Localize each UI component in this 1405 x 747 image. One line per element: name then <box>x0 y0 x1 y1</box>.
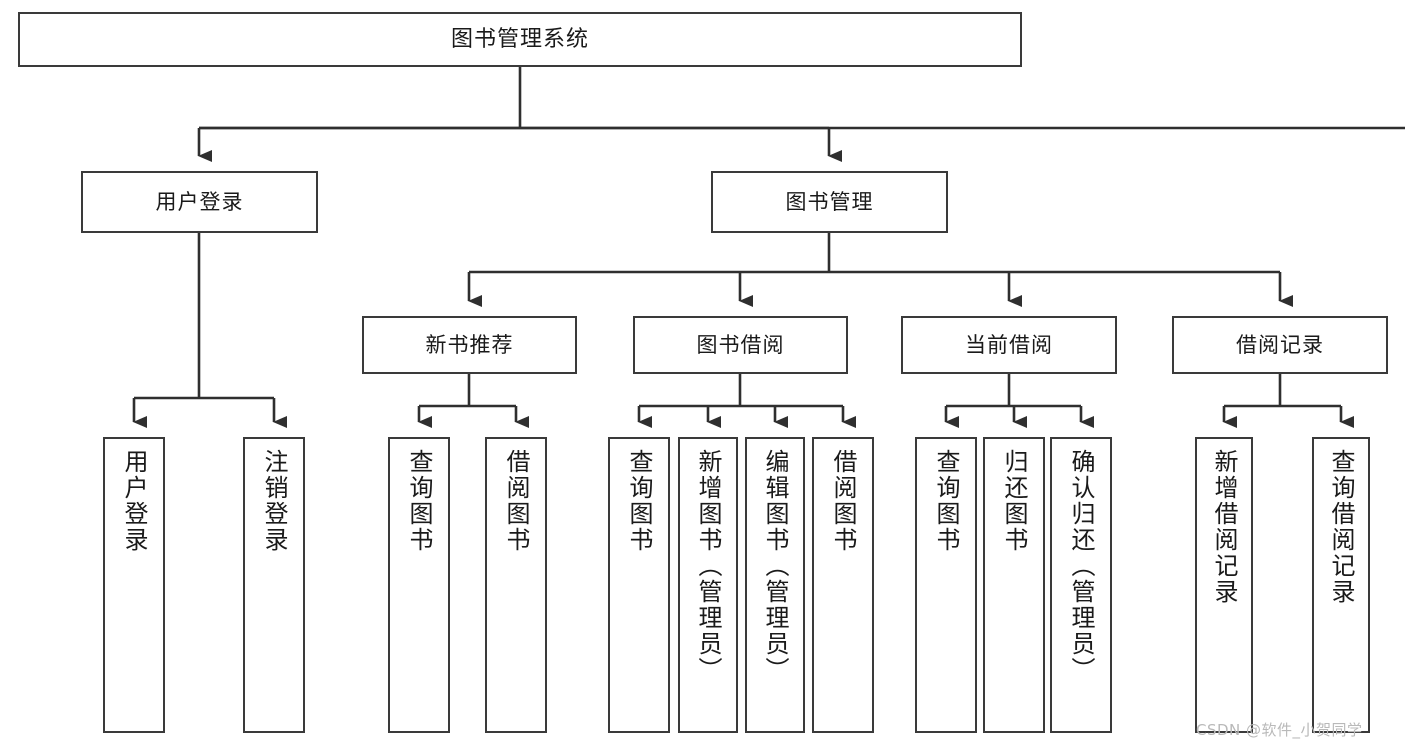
node-leaf-add-book-label: 新增图书（管理员） <box>694 449 722 683</box>
node-leaf-return-book-label: 归还图书 <box>1000 449 1028 553</box>
node-book-manage-label: 图书管理 <box>785 189 874 214</box>
node-leaf-borrow-book-1-label: 借阅图书 <box>502 449 530 553</box>
node-leaf-return-book[interactable]: 归还图书 <box>983 437 1045 733</box>
node-leaf-user-login[interactable]: 用户登录 <box>103 437 165 733</box>
node-leaf-logout[interactable]: 注销登录 <box>243 437 305 733</box>
node-leaf-query-book-1[interactable]: 查询图书 <box>388 437 450 733</box>
node-leaf-confirm-return-label: 确认归还（管理员） <box>1067 449 1095 683</box>
node-book-borrow[interactable]: 图书借阅 <box>633 316 848 374</box>
node-book-manage[interactable]: 图书管理 <box>711 171 948 233</box>
node-root-label: 图书管理系统 <box>450 26 589 52</box>
node-leaf-user-login-label: 用户登录 <box>120 449 148 553</box>
node-leaf-logout-label: 注销登录 <box>260 449 288 553</box>
node-leaf-query-record[interactable]: 查询借阅记录 <box>1312 437 1370 733</box>
node-borrow-record-label: 借阅记录 <box>1236 332 1324 357</box>
node-leaf-add-record[interactable]: 新增借阅记录 <box>1195 437 1253 733</box>
node-leaf-query-book-2-label: 查询图书 <box>625 449 653 553</box>
node-leaf-edit-book[interactable]: 编辑图书（管理员） <box>745 437 805 733</box>
node-root[interactable]: 图书管理系统 <box>18 12 1022 67</box>
node-leaf-borrow-book-1[interactable]: 借阅图书 <box>485 437 547 733</box>
node-current-borrow[interactable]: 当前借阅 <box>901 316 1117 374</box>
node-book-borrow-label: 图书借阅 <box>696 332 785 357</box>
node-borrow-record[interactable]: 借阅记录 <box>1172 316 1388 374</box>
node-leaf-edit-book-label: 编辑图书（管理员） <box>761 449 789 683</box>
node-user-login[interactable]: 用户登录 <box>81 171 318 233</box>
node-new-book-rec[interactable]: 新书推荐 <box>362 316 577 374</box>
node-user-login-label: 用户登录 <box>155 189 244 214</box>
node-leaf-borrow-book-2[interactable]: 借阅图书 <box>812 437 874 733</box>
node-leaf-query-book-3-label: 查询图书 <box>932 449 960 553</box>
node-leaf-query-book-2[interactable]: 查询图书 <box>608 437 670 733</box>
node-leaf-query-book-1-label: 查询图书 <box>405 449 433 553</box>
csdn-watermark: CSDN @软件_小贺同学 <box>1196 721 1363 739</box>
node-leaf-add-book[interactable]: 新增图书（管理员） <box>678 437 738 733</box>
node-leaf-query-record-label: 查询借阅记录 <box>1327 449 1355 605</box>
node-leaf-query-book-3[interactable]: 查询图书 <box>915 437 977 733</box>
node-leaf-borrow-book-2-label: 借阅图书 <box>829 449 857 553</box>
node-leaf-confirm-return[interactable]: 确认归还（管理员） <box>1050 437 1112 733</box>
node-leaf-add-record-label: 新增借阅记录 <box>1210 449 1238 605</box>
node-current-borrow-label: 当前借阅 <box>965 332 1053 357</box>
node-new-book-rec-label: 新书推荐 <box>425 332 514 357</box>
